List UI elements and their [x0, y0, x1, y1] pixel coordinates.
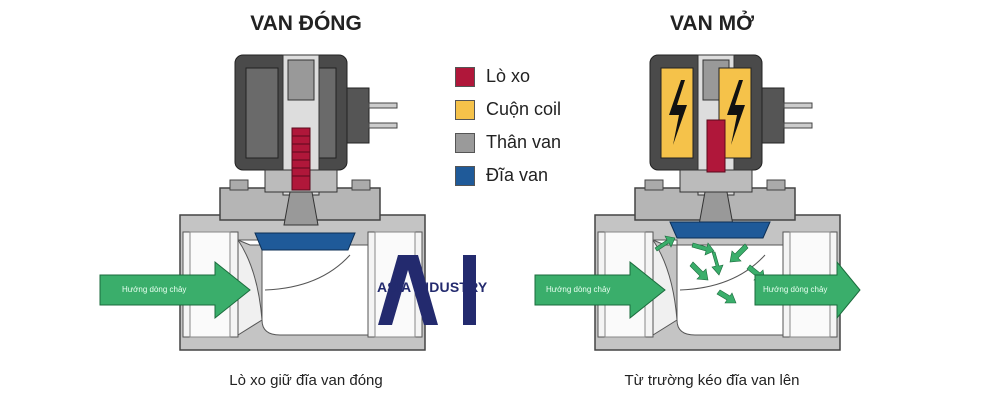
legend-label: Thân van — [486, 132, 562, 152]
lightning-icon — [727, 80, 745, 145]
legend-item-coil: Cuộn coil — [455, 93, 561, 126]
disc-open — [669, 221, 771, 239]
legend-label: Lò xo — [486, 66, 531, 86]
lightning-icon — [669, 80, 687, 145]
flow-arrow-in-closed — [99, 260, 251, 320]
open-valve-caption: Từ trường kéo đĩa van lên — [624, 372, 800, 389]
legend-swatch — [455, 99, 475, 120]
legend-swatch — [455, 132, 475, 153]
legend-swatch — [455, 66, 475, 87]
legend-item-disc: Đĩa van — [455, 159, 561, 192]
legend-item-spring: Lò xo — [455, 60, 561, 93]
open-valve-title: VAN MỞ — [669, 12, 755, 35]
closed-valve-illustration — [99, 54, 426, 351]
legend-label: Đĩa van — [486, 165, 549, 185]
closed-valve-title: VAN ĐÓNG — [250, 12, 362, 35]
flow-label-closed: Hướng dòng chảy — [122, 285, 187, 294]
disc-closed — [254, 232, 356, 251]
flow-arrow-in-open — [534, 260, 666, 320]
legend-swatch — [455, 165, 475, 186]
legend-item-body: Thân van — [455, 126, 561, 159]
flow-label-open-out: Hướng dòng chảy — [763, 285, 828, 294]
open-valve-illustration — [534, 54, 861, 351]
spring-closed — [291, 127, 311, 191]
logo-text: ASIA INDUSTRY — [377, 279, 488, 295]
flow-arrow-out-open — [754, 260, 861, 320]
closed-valve-caption: Lò xo giữ đĩa van đóng — [229, 372, 383, 389]
asia-industry-logo — [378, 255, 476, 325]
legend-label: Cuộn coil — [486, 99, 562, 119]
legend: Lò xo Cuộn coil Thân van Đĩa van — [455, 60, 561, 192]
flow-label-open-in: Hướng dòng chảy — [546, 285, 611, 294]
